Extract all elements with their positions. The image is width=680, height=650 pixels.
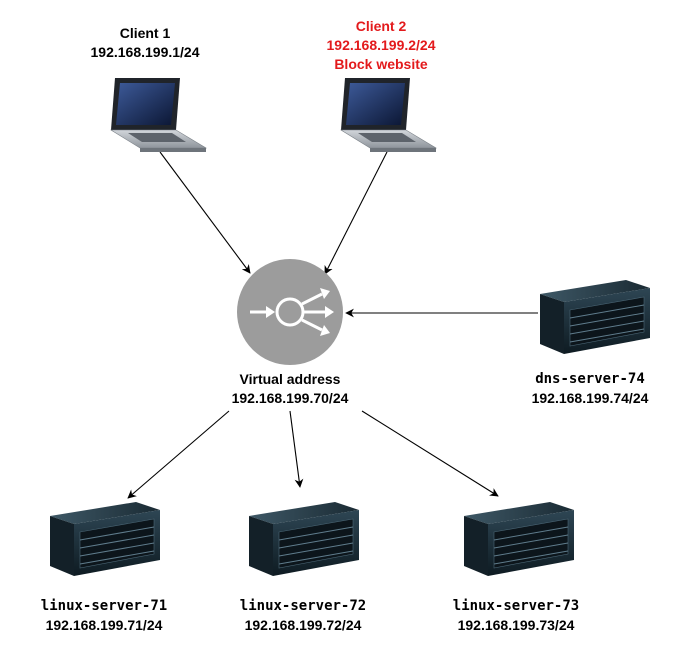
server-icon xyxy=(539,279,651,355)
balancer-label: Virtual address 192.168.199.70/24 xyxy=(200,370,380,408)
client-2-label: Client 2 192.168.199.2/24 Block website xyxy=(296,17,466,74)
server-73-ip: 192.168.199.73/24 xyxy=(457,617,575,633)
load-balancer-icon xyxy=(237,259,343,365)
arrow-client2-to-balancer xyxy=(324,151,388,275)
server-71-name: linux-server-71 xyxy=(40,598,168,614)
arrow-balancer-to-server72 xyxy=(289,410,304,488)
server-72-ip: 192.168.199.72/24 xyxy=(244,617,362,633)
client-1-name: Client 1 xyxy=(119,25,171,41)
server-71-ip: 192.168.199.71/24 xyxy=(45,617,163,633)
arrow-client1-to-balancer xyxy=(159,151,251,274)
dns-server-name: dns-server-74 xyxy=(535,371,645,387)
server-72-label: linux-server-72 192.168.199.72/24 xyxy=(218,597,388,635)
arrow-balancer-to-server73 xyxy=(361,410,499,497)
client-1-ip: 192.168.199.1/24 xyxy=(90,44,200,60)
balancer-ip: 192.168.199.70/24 xyxy=(231,390,349,406)
server-icon xyxy=(248,501,360,577)
server-73-name: linux-server-73 xyxy=(452,598,580,614)
balancer-title: Virtual address xyxy=(239,371,341,387)
client-2-name: Client 2 xyxy=(355,18,407,34)
client-1-label: Client 1 192.168.199.1/24 xyxy=(60,24,230,62)
dns-server-ip: 192.168.199.74/24 xyxy=(531,390,649,406)
server-72-name: linux-server-72 xyxy=(239,598,367,614)
laptop-icon xyxy=(340,77,437,153)
arrow-balancer-to-server71 xyxy=(127,410,230,499)
dns-server-label: dns-server-74 192.168.199.74/24 xyxy=(505,370,675,408)
server-icon xyxy=(463,501,575,577)
client-2-ip: 192.168.199.2/24 xyxy=(326,37,436,53)
server-73-label: linux-server-73 192.168.199.73/24 xyxy=(431,597,601,635)
client-2-note: Block website xyxy=(334,56,428,72)
server-icon xyxy=(49,501,161,577)
server-71-label: linux-server-71 192.168.199.71/24 xyxy=(19,597,189,635)
laptop-icon xyxy=(110,77,207,153)
